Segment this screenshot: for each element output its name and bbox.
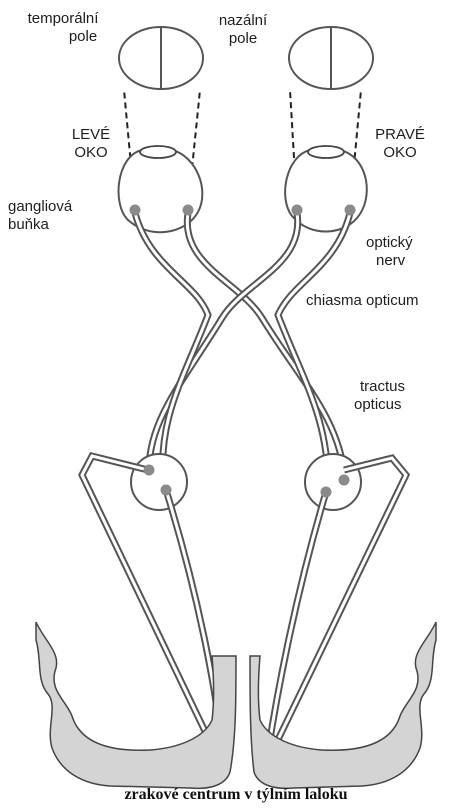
relay-cell [161, 485, 172, 496]
optic-pathway-fibers [135, 213, 350, 492]
caption-visual-center: zrakové centrum v týlním laloku [0, 786, 472, 804]
left-lens [140, 146, 176, 158]
optic-radiations [82, 456, 406, 752]
right-lens [308, 146, 344, 158]
ganglion-cell [292, 205, 303, 216]
relay-cell [321, 487, 332, 498]
right-geniculate-nucleus [305, 454, 361, 510]
relay-cell [144, 465, 155, 476]
left-visual-field [119, 27, 203, 89]
left-geniculate-nucleus [131, 454, 187, 510]
right-visual-field [289, 27, 373, 89]
ganglion-cell [183, 205, 194, 216]
label-chiasma-opticum: chiasma opticum [306, 292, 419, 310]
relay-cell [339, 475, 350, 486]
ganglion-cell [345, 205, 356, 216]
ganglion-cell [130, 205, 141, 216]
